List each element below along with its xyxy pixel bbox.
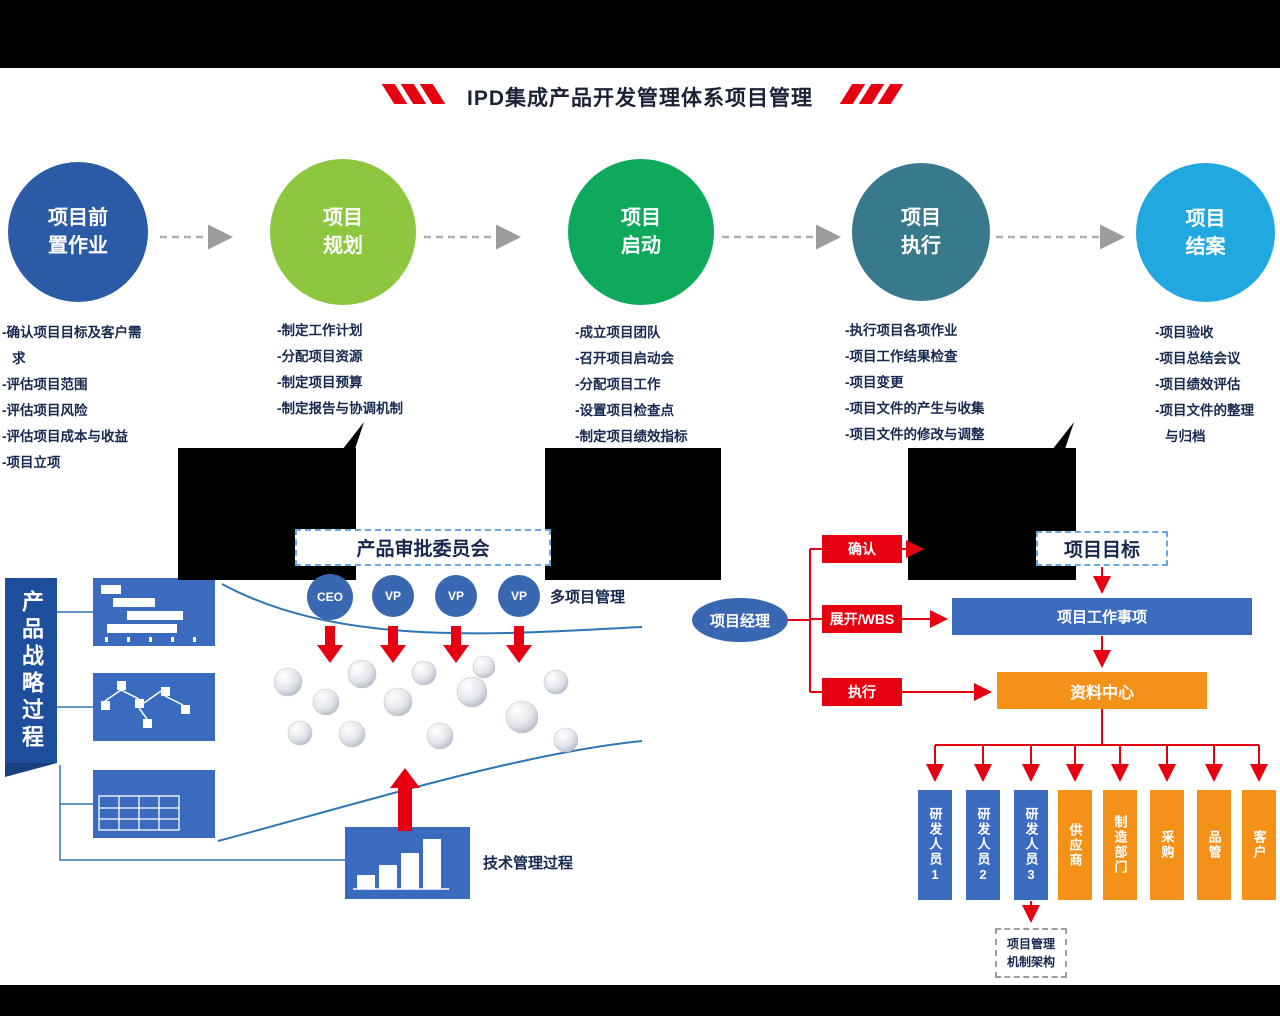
- bullet-item: -项目文件的修改与调整: [845, 427, 985, 442]
- phase-2-bullets: -制定工作计划 -分配项目资源 -制定项目预算 -制定报告与协调机制: [277, 318, 467, 422]
- redacted-region-2: [545, 448, 721, 580]
- phase-circle-closing: 项目 结案: [1136, 163, 1275, 302]
- orgchart-graphic: [101, 681, 190, 728]
- architecture-box: 项目管理 机制架构: [995, 928, 1067, 978]
- phase-4-bullets: -执行项目各项作业 -项目工作结果检查 -项目变更 -项目文件的产生与收集 -项…: [845, 318, 1050, 448]
- bullet-item: -制定工作计划: [277, 323, 363, 338]
- bullet-item: -项目工作结果检查: [845, 349, 958, 364]
- tech-process-label: 技术管理过程: [483, 855, 574, 872]
- bottom-black-bar: [0, 985, 1280, 1016]
- bullet-item: -制定项目绩效指标: [575, 429, 688, 444]
- banner-fold: [5, 763, 57, 777]
- table-graphic: [98, 795, 180, 831]
- bullet-item: -召开项目启动会: [575, 351, 674, 366]
- phase-1-bullets: -确认项目目标及客户需求 -评估项目范围 -评估项目风险 -评估项目成本与收益 …: [2, 320, 154, 476]
- bullet-item: -评估项目风险: [2, 403, 88, 418]
- member-circle-ceo: CEO: [307, 574, 353, 620]
- team-box-rd1: 研发人员1: [918, 790, 952, 900]
- step-wbs-box: 展开/WBS: [822, 605, 902, 633]
- bullet-item: -项目立项: [2, 455, 61, 470]
- committee-box: 产品审批委员会: [295, 529, 551, 566]
- team-box-customer: 客户: [1242, 790, 1276, 900]
- tech-process-box: [345, 827, 470, 899]
- tech-up-arrow: [390, 768, 420, 831]
- bullet-item: -项目验收: [1155, 325, 1214, 340]
- bullet-item: -制定项目预算: [277, 375, 363, 390]
- multi-project-label: 多项目管理: [550, 589, 626, 606]
- bullet-item: -确认项目目标及客户需求: [2, 325, 142, 366]
- phase-circle-prework: 项目前 置作业: [8, 162, 148, 302]
- team-box-rd3: 研发人员3: [1014, 790, 1048, 900]
- step-execute-box: 执行: [822, 678, 902, 706]
- bullet-item: -评估项目成本与收益: [2, 429, 128, 444]
- project-goal-box: 项目目标: [1036, 531, 1168, 566]
- step-confirm-box: 确认: [822, 535, 902, 563]
- member-circle-vp1: VP: [372, 575, 414, 617]
- bullet-item: -项目绩效评估: [1155, 377, 1241, 392]
- orgchart-box: [93, 673, 215, 741]
- team-box-rd2: 研发人员2: [966, 790, 1000, 900]
- bullet-item: -成立项目团队: [575, 325, 661, 340]
- bullet-item: -制定报告与协调机制: [277, 401, 403, 416]
- table-chart-box: [93, 770, 215, 838]
- bullet-item: -项目文件的整理与归档: [1155, 403, 1254, 444]
- phase-circle-execution: 项目 执行: [852, 163, 990, 301]
- work-items-bar: 项目工作事项: [952, 598, 1252, 635]
- bullet-item: -执行项目各项作业: [845, 323, 958, 338]
- member-circle-vp2: VP: [435, 575, 477, 617]
- bar-chart-graphic: [353, 839, 449, 890]
- team-box-manufacturing: 制造部门: [1103, 790, 1137, 900]
- top-black-bar: [0, 0, 1280, 68]
- member-circle-vp3: VP: [498, 575, 540, 617]
- data-center-bar: 资料中心: [997, 672, 1207, 709]
- phase-3-bullets: -成立项目团队 -召开项目启动会 -分配项目工作 -设置项目检查点 -制定项目绩…: [575, 320, 755, 450]
- bullet-item: -项目变更: [845, 375, 904, 390]
- title-slash-right-icon: [839, 84, 904, 104]
- bullet-item: -设置项目检查点: [575, 403, 674, 418]
- phase-circle-planning: 项目 规划: [270, 159, 416, 305]
- funnel-curves: [217, 583, 643, 842]
- bullet-item: -分配项目资源: [277, 349, 363, 364]
- team-box-supplier: 供应商: [1058, 790, 1092, 900]
- gantt-chart-box: [93, 578, 215, 646]
- page-title: IPD集成产品开发管理体系项目管理: [466, 87, 813, 110]
- project-manager-ellipse: 项目经理: [692, 598, 788, 642]
- project-bubbles: [273, 655, 579, 753]
- phase-5-bullets: -项目验收 -项目总结会议 -项目绩效评估 -项目文件的整理与归档: [1155, 320, 1261, 450]
- bullet-item: -项目文件的产生与收集: [845, 401, 985, 416]
- phase-circle-kickoff: 项目 启动: [568, 159, 714, 305]
- team-box-quality: 品管: [1197, 790, 1231, 900]
- bullet-item: -评估项目范围: [2, 377, 88, 392]
- product-strategy-banner: 产品战略过程: [5, 578, 57, 763]
- committee-down-arrows: [317, 626, 532, 663]
- gantt-graphic: [101, 585, 196, 642]
- team-box-purchasing: 采购: [1150, 790, 1184, 900]
- bullet-item: -项目总结会议: [1155, 351, 1241, 366]
- bullet-item: -分配项目工作: [575, 377, 661, 392]
